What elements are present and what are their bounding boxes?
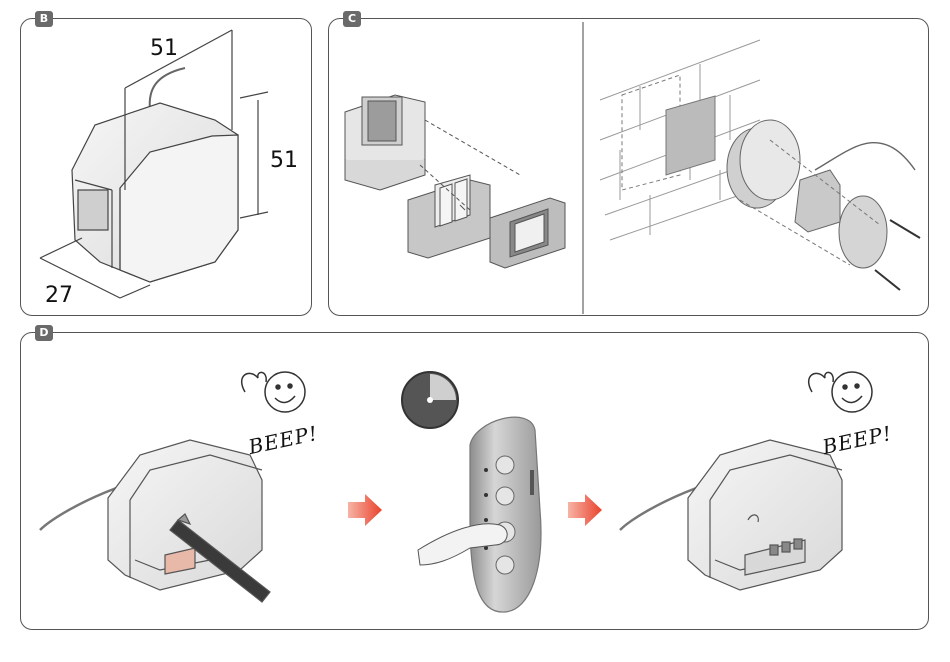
switch-assembly-exploded	[345, 95, 565, 268]
smiley-face-2	[809, 372, 872, 412]
module-dimension-drawing	[40, 30, 268, 298]
remote-stop-button	[496, 487, 514, 505]
module-reset-step	[40, 440, 270, 602]
step-arrow-1	[348, 494, 382, 526]
remote-control	[418, 417, 541, 612]
clock-icon	[402, 372, 458, 428]
remote-up-button	[496, 456, 514, 474]
step-arrow-2	[568, 494, 602, 526]
module-confirmed-step	[620, 440, 842, 590]
dim-depth-label: 27	[45, 283, 73, 308]
dim-width-label: 51	[150, 36, 178, 61]
smiley-face-1	[242, 372, 305, 412]
dim-height-label: 51	[270, 148, 298, 173]
brick-wall-flush-box	[600, 40, 920, 290]
remote-home-button	[496, 556, 514, 574]
